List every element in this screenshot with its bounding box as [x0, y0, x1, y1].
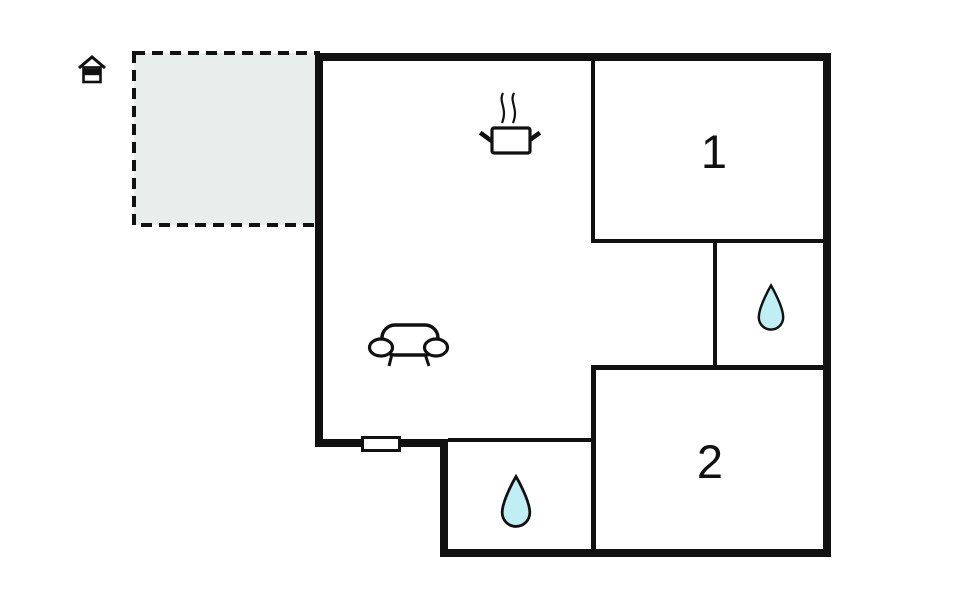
wall-room1-bottom [591, 239, 824, 243]
window-marker [361, 436, 401, 452]
terrace-area [132, 51, 320, 227]
cooking-pot-icon [478, 92, 542, 155]
wall-bathroom-upper-left [713, 241, 717, 367]
wall-outer-top [315, 53, 831, 61]
water-drop-icon [757, 283, 785, 331]
wall-outer-bottom [440, 549, 831, 557]
wall-bathroom-lower-top [448, 438, 593, 442]
living-kitchen-area [323, 61, 591, 439]
room-1-label: 1 [700, 125, 728, 178]
wall-entry-vertical [440, 439, 448, 557]
wall-room2-top [591, 365, 824, 370]
steam-line [511, 92, 517, 124]
steam-line [500, 92, 506, 124]
wall-outer-left [315, 53, 323, 447]
water-drop-icon [500, 474, 532, 528]
sofa-icon [367, 323, 450, 367]
room-2-label: 2 [696, 435, 724, 488]
house-icon [78, 55, 106, 84]
wall-room2-left [591, 365, 596, 550]
wall-outer-right [823, 53, 831, 557]
wall-room1-left [591, 61, 595, 241]
